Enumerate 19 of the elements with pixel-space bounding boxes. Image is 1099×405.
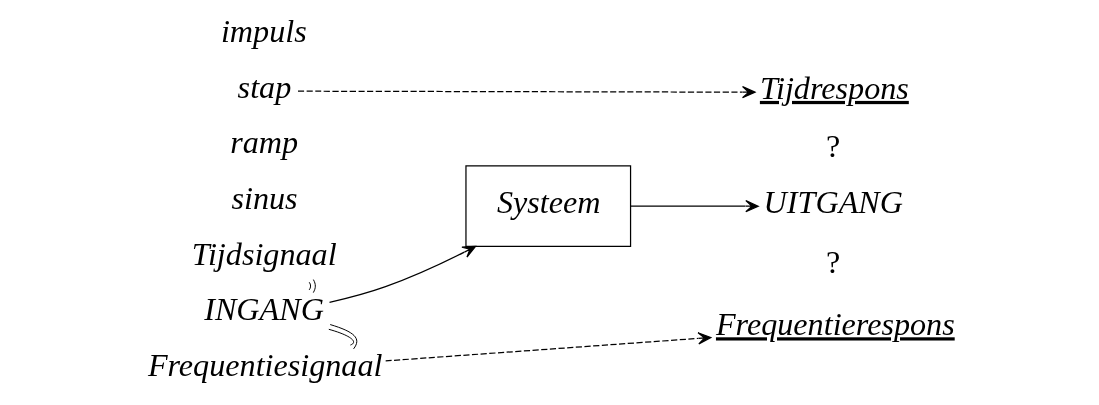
arrow (385, 332, 712, 362)
arrow (630, 200, 759, 213)
node-text: INGANG (204, 291, 324, 328)
arrow (328, 245, 477, 303)
label: sinus (231, 180, 298, 217)
node-box: Systeem (465, 165, 632, 248)
arrow (297, 85, 756, 99)
node-text: UITGANG (763, 183, 903, 220)
node-text: Frequentierespons (715, 306, 955, 343)
connector (308, 279, 316, 294)
label: impuls (220, 12, 307, 49)
label: ? (826, 244, 841, 281)
node-text: stap (237, 68, 292, 105)
node-text: Tijdsignaal (191, 235, 337, 272)
node-text: Tijdrespons (759, 69, 909, 106)
label: ? (826, 128, 841, 165)
label: ramp (230, 124, 299, 161)
connector (328, 324, 358, 350)
node-text: Frequentiesignaal (147, 347, 383, 384)
